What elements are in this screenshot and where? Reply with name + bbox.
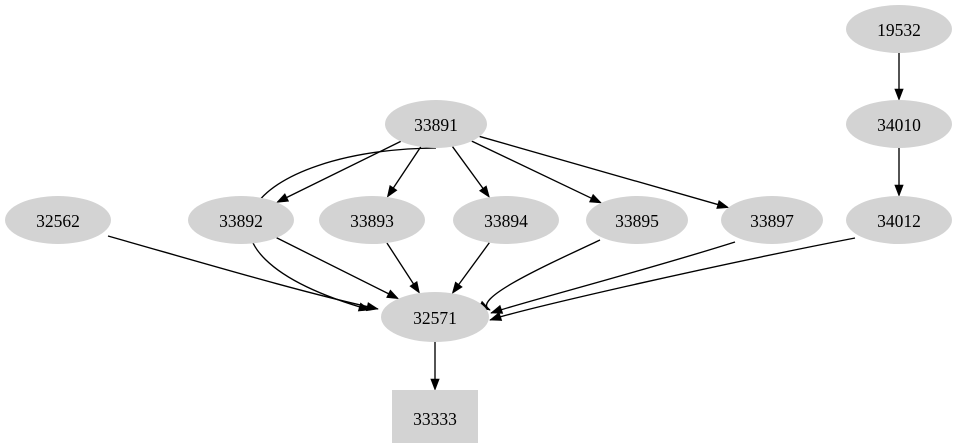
node-ellipse-shape[interactable]: [846, 100, 952, 148]
graph-node-34012[interactable]: 34012: [846, 196, 952, 244]
nodes-layer: 33891 32562 33892 33893 33894 33895 33897 34012…: [5, 5, 952, 443]
node-ellipse-shape[interactable]: [721, 196, 823, 244]
arrowhead-icon: [386, 185, 398, 198]
edge-line: [490, 241, 736, 314]
graph-node-33894[interactable]: 33894: [453, 196, 559, 244]
graph-node-34010[interactable]: 34010: [846, 100, 952, 148]
edge-line: [452, 146, 485, 190]
edge-line: [285, 140, 402, 199]
arrowhead-icon: [478, 185, 490, 198]
arrowhead-icon: [589, 193, 602, 204]
node-ellipse-shape[interactable]: [586, 196, 688, 244]
graph-node-32571[interactable]: 32571: [381, 292, 489, 342]
arrowhead-icon: [276, 193, 290, 203]
edge-33893-to-32571: [386, 242, 420, 294]
arrowhead-icon: [451, 281, 463, 295]
node-box-shape[interactable]: [392, 390, 478, 443]
arrowhead-icon: [409, 281, 420, 294]
node-ellipse-shape[interactable]: [846, 5, 952, 53]
arrowhead-icon: [490, 304, 504, 314]
node-ellipse-shape[interactable]: [5, 196, 111, 244]
node-ellipse-shape[interactable]: [188, 196, 294, 244]
arrowhead-icon: [894, 184, 904, 197]
graph-node-19532[interactable]: 19532: [846, 5, 952, 53]
arrowhead-icon: [894, 88, 904, 101]
edge-line: [489, 237, 856, 321]
graph-node-33891[interactable]: 33891: [385, 100, 487, 148]
edge-line: [386, 242, 415, 286]
arrowhead-icon: [386, 289, 400, 300]
edge-19532-to-34010: [894, 53, 904, 101]
graph-node-32562[interactable]: 32562: [5, 196, 111, 244]
node-ellipse-shape[interactable]: [319, 196, 425, 244]
edge-32571-to-33333: [430, 342, 440, 391]
edge-line: [486, 239, 601, 311]
node-ellipse-shape[interactable]: [453, 196, 559, 244]
edge-32562-to-32571: [107, 235, 379, 312]
edge-line: [471, 140, 593, 200]
graph-node-33895[interactable]: 33895: [586, 196, 688, 244]
graph-node-33897[interactable]: 33897: [721, 196, 823, 244]
arrowhead-icon: [430, 378, 440, 391]
edge-33897-to-32571: [490, 241, 736, 314]
edge-33891-to-33892: [276, 140, 402, 203]
node-ellipse-shape[interactable]: [846, 196, 952, 244]
edge-33892-to-32571: [276, 237, 400, 300]
edge-33891-to-33895: [471, 140, 602, 204]
arrowhead-icon: [365, 302, 379, 312]
graph-node-33333[interactable]: 33333: [392, 390, 478, 443]
graph-node-33893[interactable]: 33893: [319, 196, 425, 244]
edge-33894-to-32571: [451, 242, 490, 295]
edge-34012-to-32571: [489, 237, 856, 321]
graph-node-33892[interactable]: 33892: [188, 196, 294, 244]
edge-line: [392, 146, 422, 190]
node-ellipse-shape[interactable]: [381, 292, 489, 342]
edge-33895-to-32571: [477, 239, 601, 311]
edge-33891-to-33897: [479, 135, 730, 209]
edge-line: [457, 242, 490, 287]
edge-line: [107, 235, 379, 310]
edge-34010-to-34012: [894, 148, 904, 197]
arrowhead-icon: [489, 312, 503, 321]
edge-33891-to-33894: [452, 146, 490, 198]
edge-line: [479, 135, 720, 206]
arrowhead-icon: [716, 199, 730, 209]
edge-33891-to-33893: [386, 146, 422, 198]
node-ellipse-shape[interactable]: [385, 100, 487, 148]
edge-line: [276, 237, 391, 296]
